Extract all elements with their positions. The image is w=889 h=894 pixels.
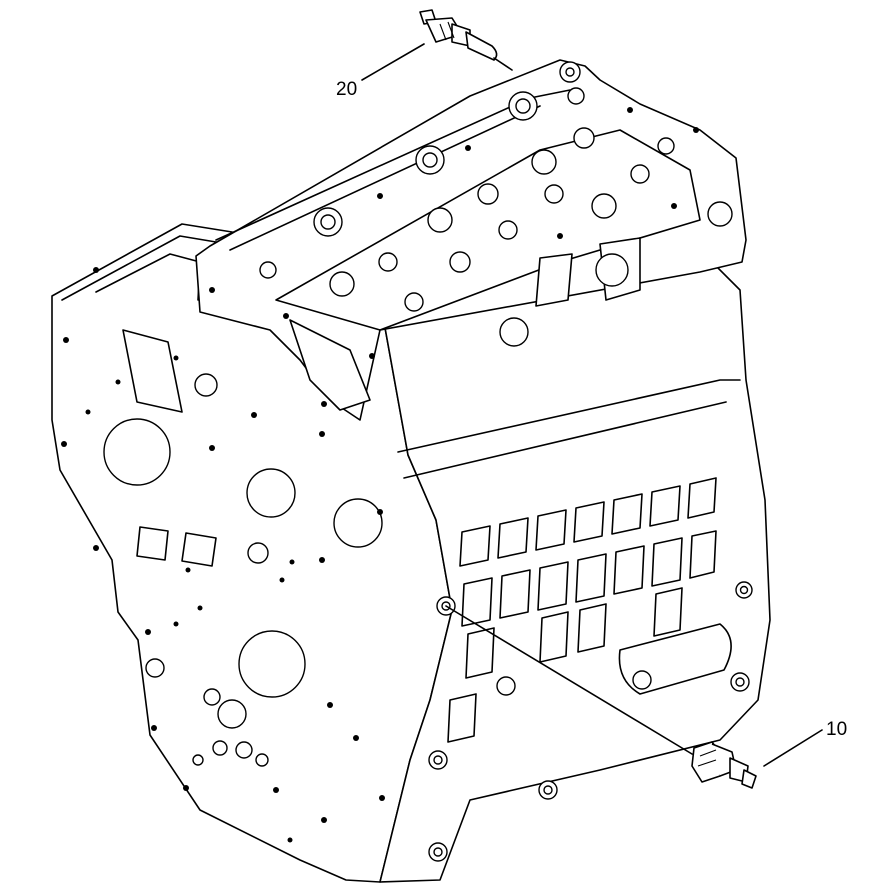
block-ribs [447,477,717,743]
oil-pressure-switch[interactable] [691,741,757,789]
callout-20: 20 [336,79,357,100]
part-20-axis-line [493,57,513,71]
bolt-holes [61,267,385,843]
gear-hole-large [238,630,306,698]
leader-line-10 [763,729,823,767]
gear-hole [333,498,383,548]
part-10-axis-line [445,605,693,755]
leader-line-20 [361,43,425,81]
gear-hole [246,468,296,518]
cylinder-head [195,59,747,421]
temperature-sender[interactable] [419,9,498,61]
gear-hole-large [103,418,171,486]
cylinder-block-side [379,249,771,883]
head-ports [259,61,733,312]
flange-bosses [428,581,753,862]
callout-10: 10 [826,719,847,740]
